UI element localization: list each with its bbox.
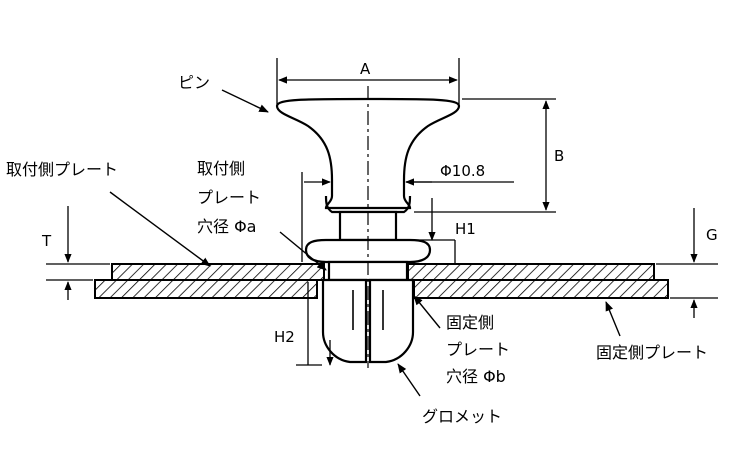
dim-phi-label: Φ10.8 bbox=[440, 162, 485, 180]
mount-hole-label-3: 穴径 Φa bbox=[197, 217, 257, 236]
fixed-plate-label: 固定側プレート bbox=[596, 343, 708, 362]
mount-hole-label-1: 取付側 bbox=[197, 159, 245, 178]
dim-a-label: A bbox=[360, 60, 371, 78]
pin-label: ピン bbox=[178, 73, 210, 92]
dimension-lines bbox=[46, 58, 718, 366]
dim-h1-label: H1 bbox=[455, 220, 476, 238]
dim-t-label: T bbox=[41, 232, 52, 250]
dim-g-label: G bbox=[706, 226, 718, 244]
fixed-hole-label-1: 固定側 bbox=[446, 313, 494, 332]
mount-hole-label-2: プレート bbox=[197, 188, 261, 207]
dim-h2-label: H2 bbox=[274, 328, 295, 346]
fixed-plate bbox=[94, 279, 669, 299]
dim-b-label: B bbox=[554, 147, 564, 165]
fixed-hole-label-2: プレート bbox=[446, 340, 510, 359]
grommet-label: グロメット bbox=[422, 407, 502, 426]
leader-lines bbox=[109, 89, 621, 397]
fixed-hole-label-3: 穴径 Φb bbox=[446, 367, 506, 386]
mount-plate bbox=[111, 263, 655, 281]
mount-plate-label: 取付側プレート bbox=[6, 160, 118, 179]
